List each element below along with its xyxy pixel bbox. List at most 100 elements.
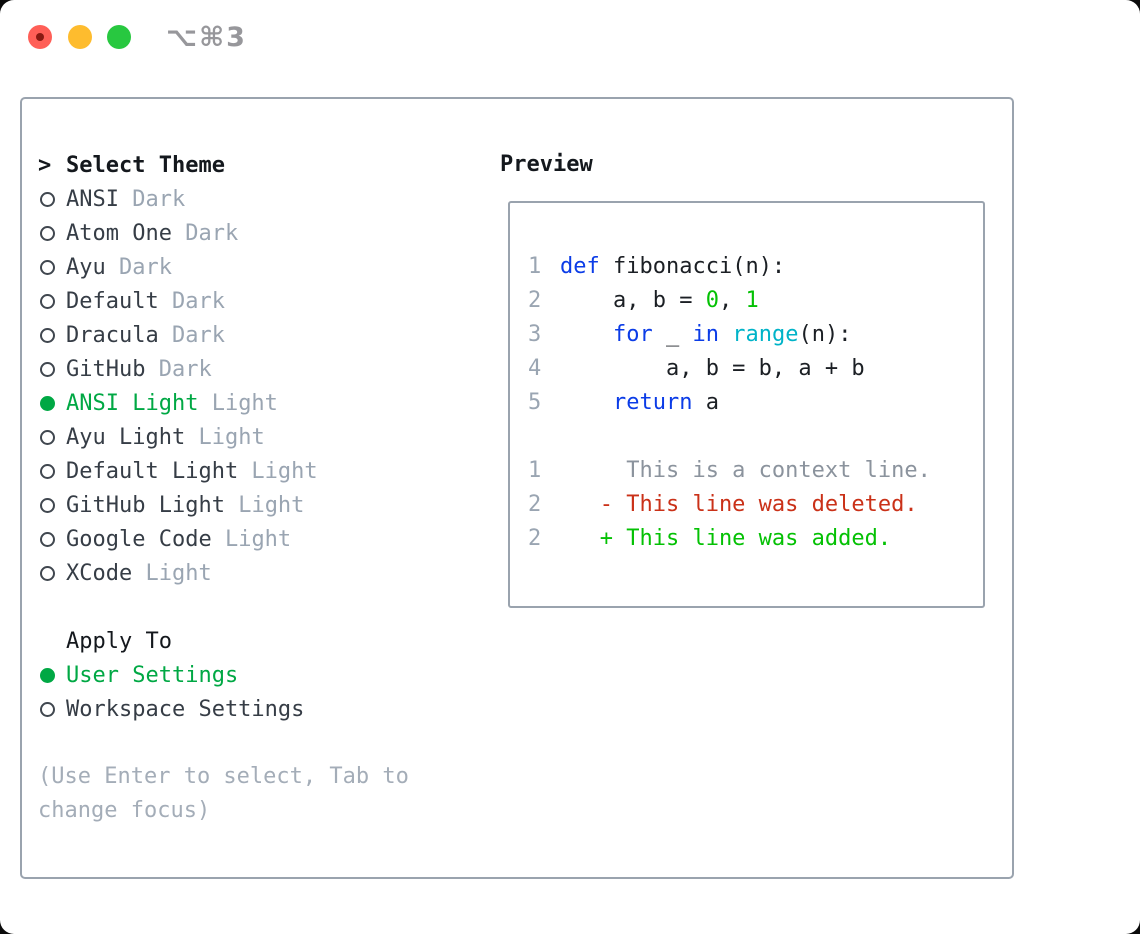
- line-number: 4: [528, 356, 542, 381]
- theme-name: GitHub: [66, 356, 146, 382]
- code-segment: _: [652, 322, 693, 347]
- apply-to-heading: Apply To: [66, 628, 172, 654]
- keyboard-hint-line2: change focus): [38, 798, 211, 823]
- radio-icon: [38, 225, 66, 241]
- code-segment: + This line was added.: [560, 526, 892, 551]
- radio-circle: [40, 225, 55, 241]
- apply-option-workspace-settings[interactable]: Workspace Settings: [38, 692, 304, 726]
- theme-option-ayu[interactable]: Ayu Dark: [38, 250, 318, 284]
- code-segment: ,: [718, 288, 746, 313]
- radio-circle: [40, 429, 55, 445]
- preview-heading: Preview: [500, 152, 593, 177]
- theme-variant-tag: Light: [185, 424, 265, 450]
- radio-circle: [40, 667, 55, 683]
- theme-option-default-light[interactable]: Default Light Light: [38, 454, 318, 488]
- radio-icon: [38, 463, 66, 479]
- code-segment: return: [612, 390, 693, 415]
- code-segment: 1: [745, 288, 759, 313]
- theme-variant-tag: Light: [198, 390, 278, 416]
- radio-icon: [38, 259, 66, 275]
- apply-option-label: User Settings: [66, 662, 239, 688]
- theme-name: Default Light: [66, 458, 239, 484]
- code-segment: fibonacci(n):: [599, 254, 786, 279]
- theme-option-ansi[interactable]: ANSI Dark: [38, 182, 318, 216]
- code-segment: a, b = b, a + b: [560, 356, 865, 381]
- minimize-window-button[interactable]: [68, 25, 92, 49]
- theme-variant-tag: Light: [132, 560, 212, 586]
- line-number: 2: [528, 492, 542, 517]
- line-number: 1: [528, 458, 542, 483]
- code-segment: a, b =: [560, 288, 706, 313]
- radio-selected-icon: [38, 395, 66, 411]
- code-segment: a: [692, 390, 719, 415]
- theme-list-heading: Select Theme: [66, 152, 225, 178]
- theme-option-dracula[interactable]: Dracula Dark: [38, 318, 318, 352]
- radio-icon: [38, 429, 66, 445]
- code-line: 5 return a: [528, 386, 983, 420]
- radio-circle: [40, 191, 55, 207]
- code-segment: in: [692, 322, 719, 347]
- theme-name: XCode: [66, 560, 133, 586]
- theme-name: Google Code: [66, 526, 212, 552]
- radio-circle: [40, 497, 55, 513]
- code-segment: [719, 322, 732, 347]
- radio-icon: [38, 293, 66, 309]
- code-line: 2 a, b = 0, 1: [528, 284, 983, 318]
- code-segment: (n):: [798, 322, 852, 347]
- radio-circle: [40, 361, 55, 377]
- window-title: ⌥⌘3: [166, 22, 247, 53]
- apply-option-label: Workspace Settings: [66, 696, 305, 722]
- theme-variant-tag: Light: [224, 492, 305, 518]
- close-window-button[interactable]: [28, 25, 52, 49]
- radio-icon: [38, 531, 66, 547]
- theme-name: Dracula: [66, 322, 159, 348]
- apply-to-heading-row: Apply To: [38, 624, 304, 658]
- theme-name: Ayu: [66, 254, 106, 280]
- radio-selected-icon: [38, 667, 66, 683]
- radio-icon: [38, 361, 66, 377]
- zoom-window-button[interactable]: [107, 25, 131, 49]
- theme-option-github[interactable]: GitHub Dark: [38, 352, 318, 386]
- apply-option-user-settings[interactable]: User Settings: [38, 658, 304, 692]
- theme-variant-tag: Dark: [145, 356, 212, 382]
- theme-option-github-light[interactable]: GitHub Light Light: [38, 488, 318, 522]
- code-segment: This is a context line.: [560, 458, 931, 483]
- radio-circle: [40, 701, 55, 717]
- diff-line: 2 - This line was deleted.: [528, 488, 983, 522]
- radio-icon: [38, 327, 66, 343]
- theme-variant-tag: Light: [211, 526, 292, 552]
- selection-caret-icon: >: [38, 152, 52, 178]
- theme-variant-tag: Dark: [171, 220, 239, 246]
- code-line: 4 a, b = b, a + b: [528, 352, 983, 386]
- theme-option-default[interactable]: Default Dark: [38, 284, 318, 318]
- theme-option-atom-one[interactable]: Atom One Dark: [38, 216, 318, 250]
- window-titlebar: ⌥⌘3: [0, 0, 1140, 75]
- radio-icon: [38, 565, 66, 581]
- theme-name: GitHub Light: [66, 492, 225, 518]
- radio-circle: [40, 463, 55, 479]
- theme-name: Default: [66, 288, 159, 314]
- code-segment: [560, 390, 613, 415]
- radio-circle: [40, 293, 55, 309]
- theme-option-ayu-light[interactable]: Ayu Light Light: [38, 420, 318, 454]
- line-number: 2: [528, 288, 542, 313]
- line-number: 5: [528, 390, 542, 415]
- theme-variant-tag: Dark: [118, 186, 186, 212]
- radio-icon: [38, 497, 66, 513]
- keyboard-hint-line1: (Use Enter to select, Tab to: [38, 764, 409, 789]
- code-segment: def: [560, 254, 600, 279]
- code-segment: for: [612, 322, 653, 347]
- theme-option-ansi-light[interactable]: ANSI Light Light: [38, 386, 318, 420]
- code-segment: - This line was deleted.: [560, 492, 918, 517]
- radio-icon: [38, 191, 66, 207]
- theme-name: ANSI Light: [66, 390, 199, 416]
- theme-option-google-code[interactable]: Google Code Light: [38, 522, 318, 556]
- diff-line: 2 + This line was added.: [528, 522, 983, 556]
- theme-option-xcode[interactable]: XCode Light: [38, 556, 318, 590]
- theme-variant-tag: Light: [238, 458, 318, 484]
- radio-icon: [38, 701, 66, 717]
- theme-variant-tag: Dark: [158, 322, 225, 348]
